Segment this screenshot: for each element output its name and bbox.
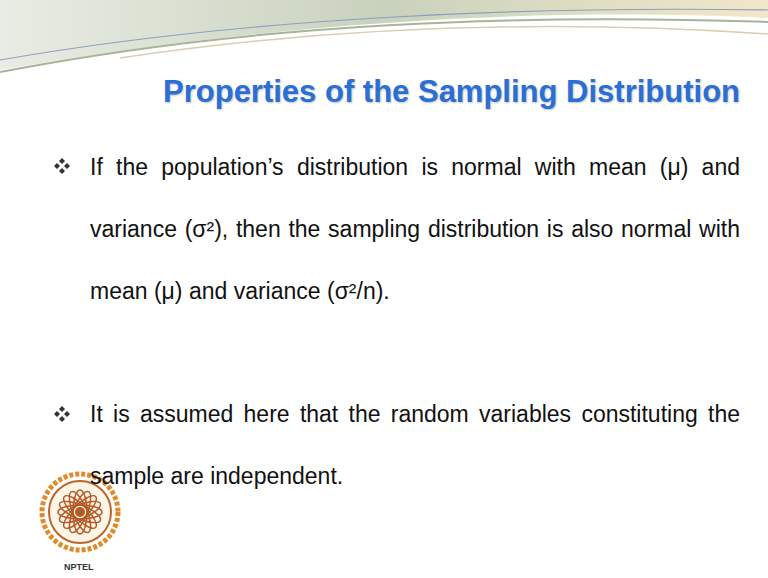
- header-curve: [0, 9, 768, 60]
- bullet-text: It is assumed here that the random varia…: [90, 383, 740, 507]
- bullet-text: If the population’s distribution is norm…: [90, 136, 740, 322]
- slide-title: Properties of the Sampling Distribution: [163, 74, 740, 110]
- header-swoosh: [0, 0, 768, 70]
- bullet-marker: [54, 158, 70, 174]
- header-curve: [120, 27, 768, 58]
- logo-label: NPTEL: [64, 562, 94, 572]
- bullet-marker: [54, 406, 70, 422]
- header-curve: [0, 19, 768, 72]
